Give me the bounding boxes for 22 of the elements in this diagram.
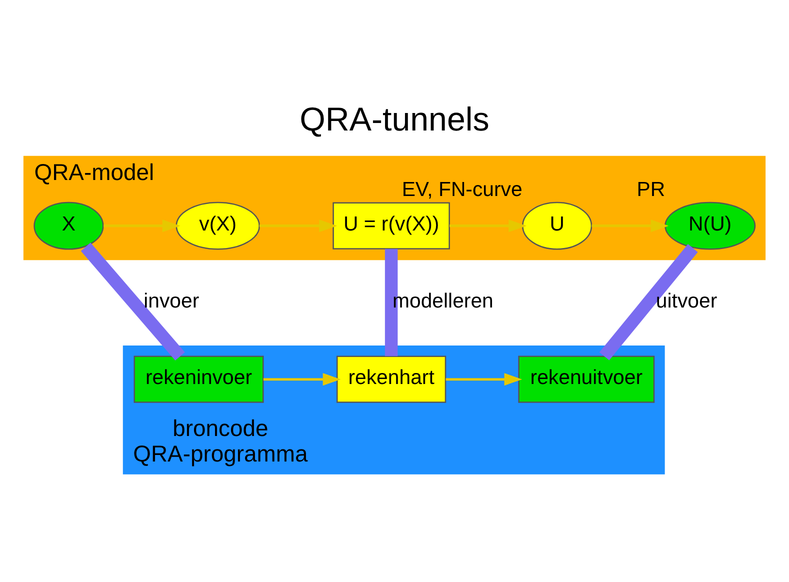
node-ellipse: v(X) (176, 201, 260, 250)
arrow (450, 219, 526, 232)
arrow (260, 219, 338, 232)
arrow (592, 219, 669, 232)
diagram-title: QRA-tunnels (300, 101, 490, 138)
node-box: rekenhart (336, 355, 446, 402)
node-box: U = r(v(X)) (332, 202, 450, 249)
node-box: rekeninvoer (134, 355, 264, 402)
edge-label: uitvoer (656, 290, 718, 312)
edge-label: invoer (144, 290, 200, 312)
connector (384, 248, 398, 356)
arrow (104, 219, 180, 232)
node-ellipse: X (34, 201, 104, 250)
node-label: EV, FN-curve (402, 178, 522, 200)
node-ellipse: U (522, 201, 592, 250)
connector (80, 242, 185, 360)
node-label: PR (636, 178, 666, 200)
node-box: rekenuitvoer (518, 355, 655, 402)
arrow (263, 372, 341, 386)
arrow (446, 372, 522, 386)
node-ellipse: N(U) (664, 201, 756, 250)
connector (599, 244, 698, 360)
